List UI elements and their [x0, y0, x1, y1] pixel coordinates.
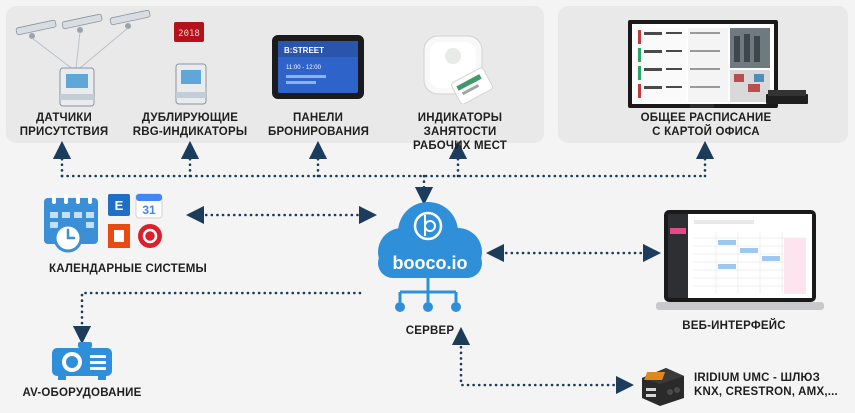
svg-text:31: 31: [142, 203, 156, 217]
calendar-clock-icon: [44, 194, 98, 253]
google-calendar-icon: 31: [135, 193, 163, 219]
booco-logo-icon: [413, 211, 443, 241]
svg-text:E: E: [115, 198, 124, 213]
workplace-indicator-illustration: [418, 34, 498, 105]
calendar-systems-icons: E 31: [42, 192, 172, 254]
calendar-systems-label: КАЛЕНДАРНЫЕ СИСТЕМЫ: [48, 263, 208, 275]
av-equipment-label: AV-ОБОРУДОВАНИЕ: [22, 387, 142, 399]
office-schedule-display-illustration: [624, 18, 812, 110]
office-icon: [108, 224, 130, 248]
booco-cloud-server: booco.io: [362, 196, 498, 328]
exchange-icon: E: [108, 194, 130, 216]
red-calendar-app-icon: [138, 224, 162, 248]
iridium-gateway-illustration: [636, 364, 688, 408]
rgb-display-value: 2018: [178, 29, 200, 39]
presence-sensors-illustration: [14, 9, 154, 110]
booking-panel-illustration: B:STREET 11:00 - 12:00: [272, 35, 364, 99]
av-projector-illustration: [48, 338, 116, 382]
booco-brand: booco.io: [393, 253, 468, 273]
booking-brand: B:STREET: [284, 46, 324, 55]
server-label: СЕРВЕР: [405, 325, 455, 337]
web-interface-laptop-illustration: [656, 208, 824, 312]
rgb-indicator-illustration: 2018: [170, 22, 210, 114]
web-interface-label: ВЕБ-ИНТЕРФЕЙС: [682, 320, 786, 332]
booking-time: 11:00 - 12:00: [286, 65, 322, 71]
